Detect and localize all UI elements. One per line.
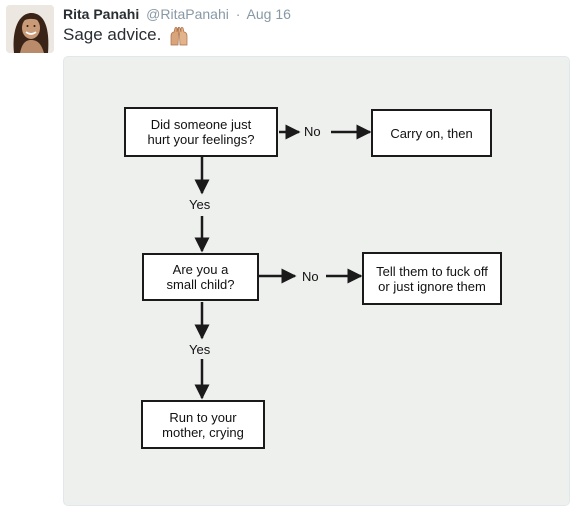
question-box-small-child: Are you a small child?	[142, 253, 259, 301]
user-handle[interactable]: @RitaPanahi	[146, 6, 229, 22]
result-3-line2: mother, crying	[162, 424, 244, 440]
tweet-text-content: Sage advice.	[63, 25, 162, 44]
separator-dot: ·	[235, 6, 241, 22]
tweet-timestamp[interactable]: Aug 16	[246, 6, 291, 22]
question-2-line1: Are you a	[172, 262, 229, 277]
question-1-line2: hurt your feelings?	[147, 132, 255, 147]
label-no-1: No	[304, 124, 321, 139]
result-2-line2: or just ignore them	[378, 278, 486, 294]
question-box-hurt-feelings: Did someone just hurt your feelings?	[124, 107, 278, 157]
flowchart-arrows	[194, 124, 372, 400]
tweet-header: Rita Panahi @RitaPanahi · Aug 16	[63, 5, 291, 23]
result-3-line1: Run to your	[169, 409, 237, 425]
avatar[interactable]	[6, 5, 54, 53]
result-box-tell-them: Tell them to fuck off or just ignore the…	[362, 252, 502, 305]
question-2-line2: small child?	[166, 277, 235, 292]
result-2-line1: Tell them to fuck off	[376, 263, 488, 279]
label-yes-2: Yes	[189, 342, 211, 357]
label-yes-1: Yes	[189, 197, 211, 212]
result-box-run-to-mother: Run to your mother, crying	[141, 400, 265, 449]
result-1-text: Carry on, then	[390, 125, 473, 141]
question-1-line1: Did someone just	[150, 117, 252, 132]
avatar-image	[6, 5, 54, 53]
label-no-2: No	[302, 269, 319, 284]
display-name[interactable]: Rita Panahi	[63, 6, 140, 22]
raised-hands-icon	[168, 25, 190, 47]
tweet-text: Sage advice.	[63, 24, 190, 47]
result-box-carry-on: Carry on, then	[371, 109, 492, 157]
attached-image-flowchart[interactable]: Did someone just hurt your feelings? No …	[63, 56, 570, 506]
